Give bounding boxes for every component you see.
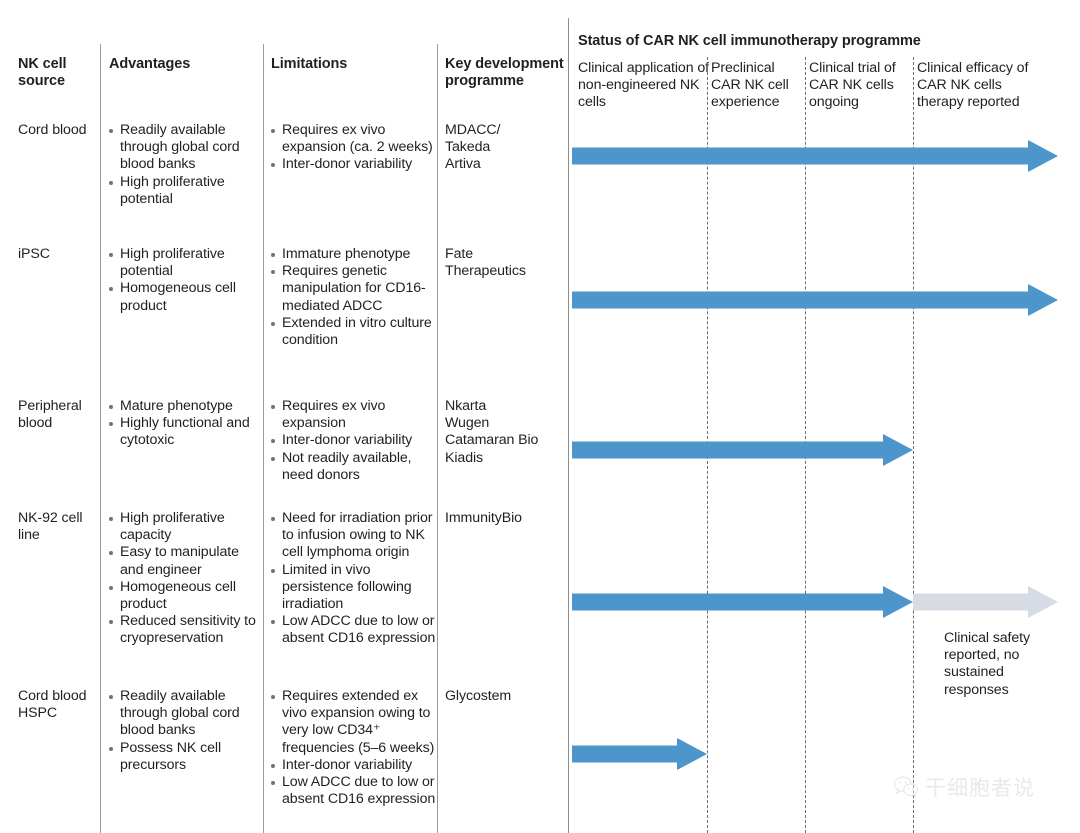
column-header-limitations: Limitations (271, 56, 348, 72)
progress-arrow-blue (572, 284, 1058, 316)
progress-arrow-blue (572, 738, 707, 770)
cell-nk-cell-source: Cord blood HSPC (18, 688, 87, 722)
watermark: 干细胞者说 (893, 772, 1035, 802)
cell-nk-cell-source: iPSC (18, 246, 50, 262)
column-divider-2 (263, 44, 264, 833)
list-item: Glycostem (445, 688, 512, 704)
cell-limitations: Requires extended ex vivo expansion owin… (271, 688, 437, 808)
list-item: Readily available through global cord bl… (109, 688, 261, 740)
watermark-text: 干细胞者说 (925, 776, 1035, 800)
progress-arrow-blue (572, 140, 1058, 172)
list-item: Inter-donor variability (271, 156, 437, 173)
list-item: Nkarta (445, 398, 487, 414)
list-item: Easy to manipulate and engineer (109, 544, 261, 578)
list-item: Requires extended ex vivo expansion owin… (271, 688, 437, 757)
stage-divider-3 (913, 57, 914, 833)
list-item: Extended in vitro culture condition (271, 315, 437, 349)
cell-key-development-programme: ImmunityBio (445, 510, 565, 527)
list-item: MDACC/ (445, 122, 501, 138)
list-item: Readily available through global cord bl… (109, 122, 261, 174)
list-item: Artiva (445, 156, 481, 173)
stage-header-clinical-application: Clinical application of non-engineered N… (578, 60, 709, 111)
column-divider-3 (437, 44, 438, 833)
cell-nk-cell-source: Cord blood (18, 122, 87, 138)
list-item: Limited in vivo persistence following ir… (271, 562, 437, 614)
list-item: Inter-donor variability (271, 757, 437, 774)
list-item: Not readily available, need donors (271, 450, 437, 484)
list-item: Reduced sensitivity to cryopreservation (109, 613, 261, 647)
list-item: Mature phenotype (109, 398, 261, 415)
progress-arrow-grey (913, 586, 1058, 618)
list-item: Low ADCC due to low or absent CD16 expre… (271, 613, 437, 647)
progress-arrow-blue (572, 434, 913, 466)
list-item: Therapeutics (445, 263, 526, 280)
list-item: ImmunityBio (445, 510, 522, 526)
column-header-key-development: Key development programme (445, 56, 564, 89)
cell-nk-cell-source: NK-92 cell line (18, 510, 83, 544)
list-item: Homogeneous cell product (109, 280, 261, 314)
status-panel: Status of CAR NK cell immunotherapy prog… (568, 0, 1080, 833)
nk-cell-source-table: NK cell source Advantages Limitations Ke… (18, 18, 569, 833)
list-item: Kiadis (445, 449, 484, 466)
list-item: Requires ex vivo expansion (ca. 2 weeks) (271, 122, 437, 156)
cell-advantages: Readily available through global cord bl… (109, 688, 261, 774)
list-item: Wugen (445, 415, 490, 432)
list-item: Inter-donor variability (271, 432, 437, 449)
cell-nk-cell-source: Peripheral blood (18, 398, 82, 432)
cell-key-development-programme: Glycostem (445, 688, 565, 705)
wechat-icon (893, 775, 919, 799)
list-item: Possess NK cell precursors (109, 740, 261, 774)
cell-limitations: Need for irradiation prior to infusion o… (271, 510, 437, 648)
list-item: Highly functional and cytotoxic (109, 415, 261, 449)
list-item: High proliferative potential (109, 174, 261, 208)
list-item: Immature phenotype (271, 246, 437, 263)
list-item: Takeda (445, 139, 491, 156)
progress-arrow-blue (572, 586, 913, 618)
column-header-advantages: Advantages (109, 56, 191, 72)
column-divider-1 (100, 44, 101, 833)
list-item: Catamaran Bio (445, 432, 539, 449)
list-item: Requires genetic manipulation for CD16-m… (271, 263, 437, 315)
column-header-nk-cell-source: NK cell source (18, 56, 67, 89)
cell-limitations: Requires ex vivo expansion (ca. 2 weeks)… (271, 122, 437, 174)
cell-advantages: Readily available through global cord bl… (109, 122, 261, 208)
stage-header-clinical-efficacy: Clinical efficacy of CAR NK cells therap… (917, 60, 1029, 111)
list-item: Low ADCC due to low or absent CD16 expre… (271, 774, 437, 808)
stage-header-preclinical-experience: Preclinical CAR NK cell experience (711, 60, 789, 111)
list-item: Need for irradiation prior to infusion o… (271, 510, 437, 562)
list-item: Homogeneous cell product (109, 579, 261, 613)
list-item: Fate (445, 246, 473, 262)
stage-header-clinical-trial-ongoing: Clinical trial of CAR NK cells ongoing (809, 60, 896, 111)
status-panel-title: Status of CAR NK cell immunotherapy prog… (578, 33, 921, 49)
clinical-safety-annotation: Clinical safety reported, no sustained r… (944, 630, 1031, 698)
column-divider-4 (568, 18, 569, 833)
list-item: Requires ex vivo expansion (271, 398, 437, 432)
list-item: High proliferative capacity (109, 510, 261, 544)
list-item: High proliferative potential (109, 246, 261, 280)
